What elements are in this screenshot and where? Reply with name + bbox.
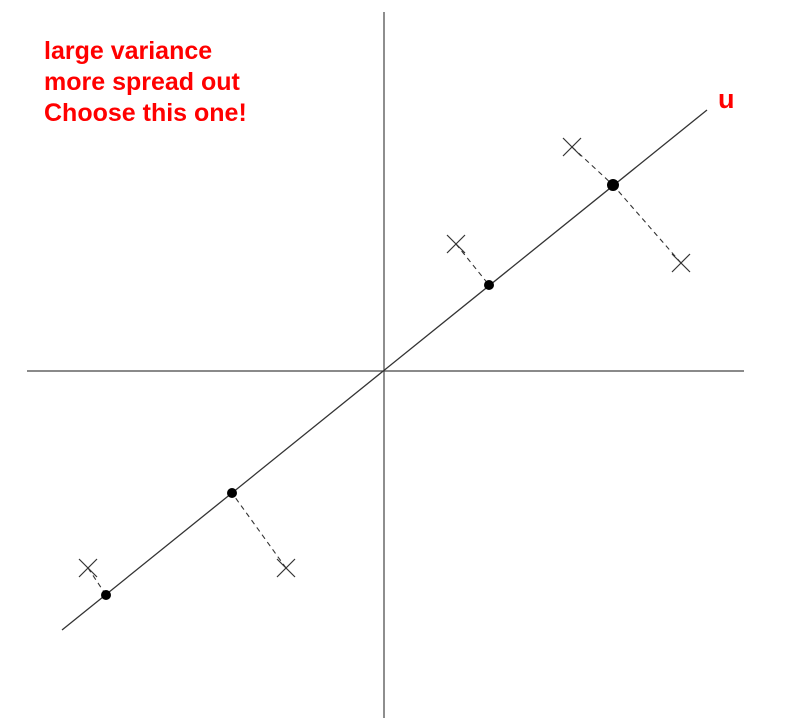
annotation-line-2: more spread out bbox=[44, 68, 240, 96]
direction-label-u: u bbox=[718, 84, 735, 114]
data-point-x-icon bbox=[446, 234, 466, 254]
projection-segment bbox=[612, 184, 682, 264]
annotation-line-1: large variance bbox=[44, 37, 213, 65]
projection-segment bbox=[455, 243, 490, 286]
projected-dot-icon bbox=[607, 179, 619, 191]
data-point-x-icon bbox=[276, 558, 296, 578]
direction-line-u bbox=[61, 109, 708, 631]
projected-dot-icon bbox=[484, 280, 494, 290]
annotation-line-3: Choose this one! bbox=[44, 99, 247, 127]
projected-dot-icon bbox=[101, 590, 111, 600]
projection-segment bbox=[87, 567, 107, 596]
projection-segment bbox=[231, 492, 287, 569]
variance-annotation: large variance more spread out Choose th… bbox=[44, 36, 247, 129]
data-point-x-icon bbox=[78, 558, 98, 578]
data-point-x-icon bbox=[671, 253, 691, 273]
projected-dot-icon bbox=[227, 488, 237, 498]
data-point-x-icon bbox=[562, 137, 582, 157]
